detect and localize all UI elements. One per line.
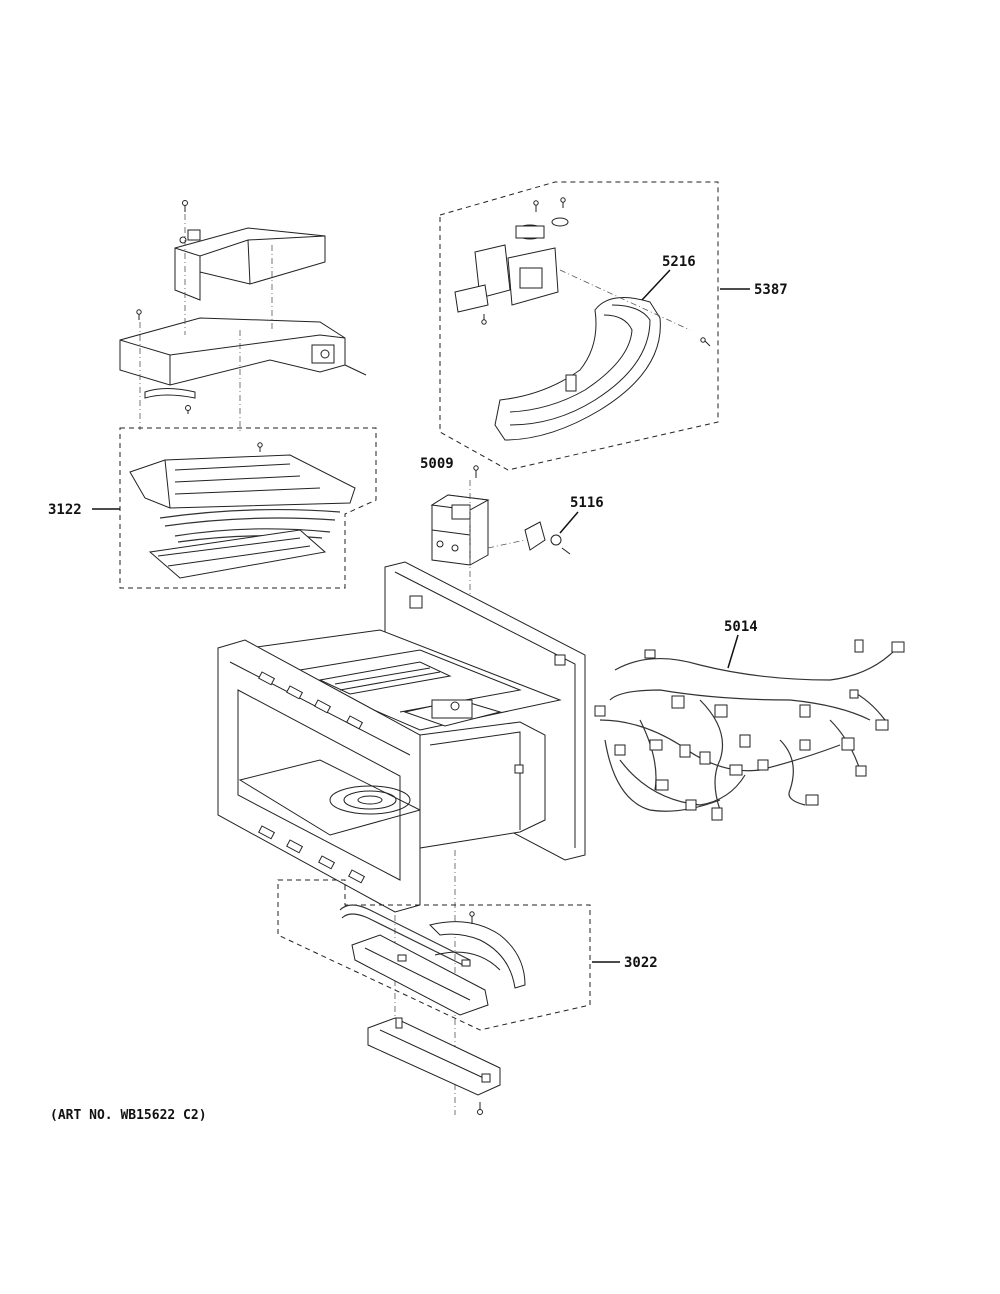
screw-icon xyxy=(469,911,475,924)
leader-5116 xyxy=(559,511,579,534)
callout-5216: 5216 xyxy=(662,254,696,270)
frame-slots xyxy=(258,671,366,884)
oven-cavity xyxy=(217,561,586,1115)
leader-5014 xyxy=(727,634,739,669)
leader-5216 xyxy=(641,269,671,301)
lower-assembly-3022 xyxy=(277,879,591,1031)
screw-icon xyxy=(533,200,539,212)
screw-icon xyxy=(560,197,566,208)
art-number: (ART NO. WB15622 C2) xyxy=(50,1108,207,1123)
screw-icon xyxy=(700,337,711,347)
screw-icon xyxy=(182,200,188,212)
bottom-cover xyxy=(367,1017,501,1115)
heater-assembly-3122 xyxy=(119,427,377,589)
callout-3122: 3122 xyxy=(48,502,82,518)
screw-icon xyxy=(477,1102,483,1115)
callout-3022: 3022 xyxy=(624,955,658,971)
thermostat-5116 xyxy=(487,521,571,555)
screw-icon xyxy=(257,442,263,452)
callout-5116: 5116 xyxy=(570,495,604,511)
magnetron-5009 xyxy=(430,465,490,700)
wire-harness-5014 xyxy=(594,639,905,821)
screw-icon xyxy=(136,309,142,320)
screw-icon xyxy=(185,405,191,414)
top-cover-assembly xyxy=(119,200,367,432)
screw-icon xyxy=(481,314,487,325)
callout-5387: 5387 xyxy=(754,282,788,298)
callout-5014: 5014 xyxy=(724,619,758,635)
fan-duct-assembly-5387 xyxy=(439,181,719,471)
callout-5009: 5009 xyxy=(420,456,454,472)
screw-icon xyxy=(473,465,479,478)
